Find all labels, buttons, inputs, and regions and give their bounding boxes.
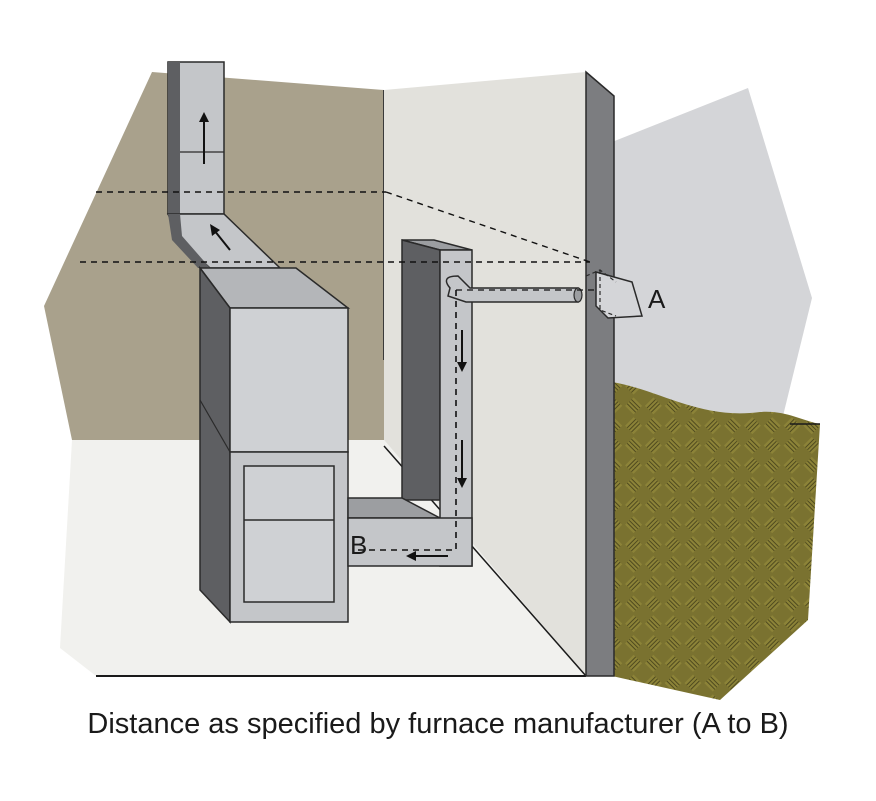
furnace-upper-front [229,307,349,453]
exhaust-duct-elbow-side [168,214,210,268]
outdoor-background [612,88,812,420]
flow-arrowhead-down-1 [457,362,467,372]
flow-arrowhead-up [199,112,209,122]
return-duct-side [401,239,441,501]
diagram-caption: Distance as specified by furnace manufac… [87,708,789,740]
vent-hood [595,271,643,319]
intake-pipe [445,275,579,303]
label-b: B [350,530,367,560]
exhaust-duct-vertical-side [168,62,180,214]
outdoor-soil [612,382,820,700]
exterior-wall [585,70,615,677]
furnace-side-seam [199,399,231,453]
flow-arrow-diagonal [213,229,231,251]
flow-arrowhead-diagonal [210,224,220,236]
vent-hood-dashed [585,269,617,317]
intake-pipe-end [573,287,583,303]
label-a: A [648,284,666,314]
side-wall [384,72,586,676]
flow-arrowhead-left [406,551,416,561]
sight-line-diagonal [385,191,591,263]
flow-arrowhead-down-2 [457,478,467,488]
furnace-door-panel [243,465,335,603]
